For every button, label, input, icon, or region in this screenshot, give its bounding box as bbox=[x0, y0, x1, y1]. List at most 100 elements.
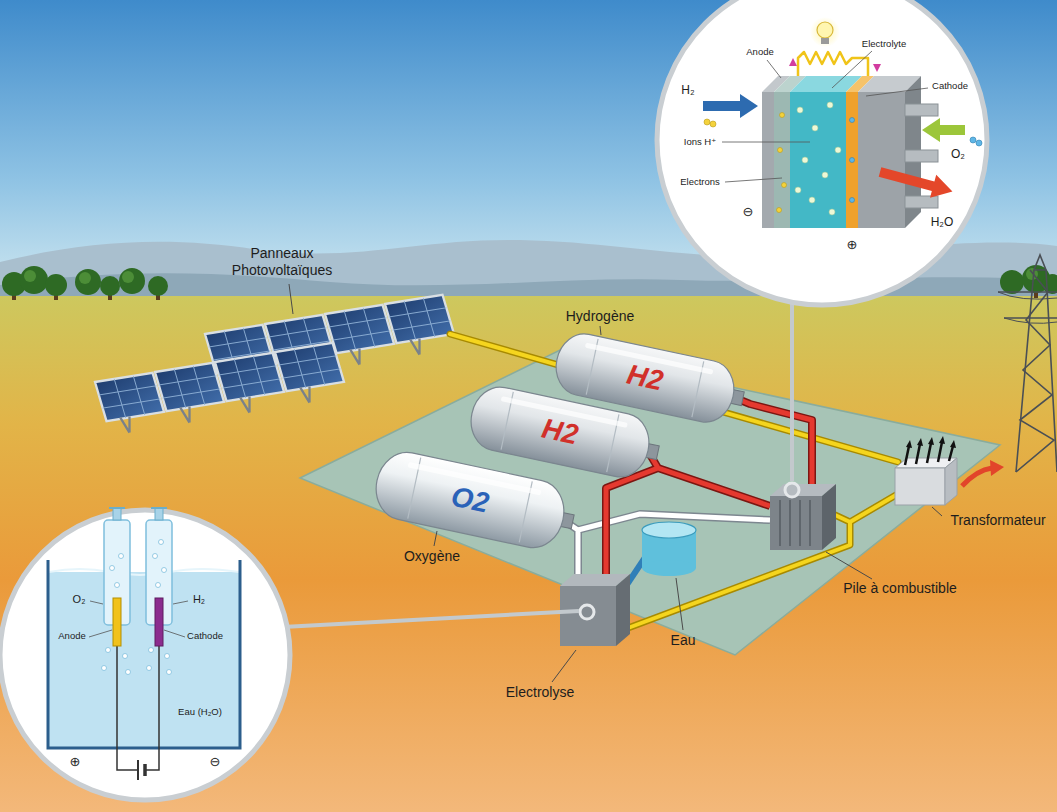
leader-line bbox=[600, 326, 601, 335]
part-label: Anode bbox=[58, 630, 85, 641]
fuel-cell-inset bbox=[777, 113, 787, 213]
fuel-cell-inset bbox=[877, 160, 956, 203]
electrolysis-inset bbox=[155, 598, 163, 646]
electrolysis-inset bbox=[49, 569, 239, 575]
storage-tank: O2 bbox=[370, 447, 570, 553]
solar-panel-array bbox=[155, 363, 224, 423]
electrolysis-inset bbox=[117, 646, 138, 770]
fuel-cell-inset bbox=[725, 178, 782, 182]
fuel-cell-inset bbox=[802, 157, 808, 163]
leader-line bbox=[289, 284, 293, 314]
fuel-cell-inset bbox=[710, 121, 716, 127]
part-label: Cathode bbox=[187, 630, 223, 641]
fuel-cell-inset bbox=[704, 119, 710, 125]
tree-row bbox=[119, 268, 145, 294]
part-label: Cathode bbox=[932, 80, 968, 91]
fuel-cell-inset bbox=[774, 92, 790, 228]
fuel-cell-inset bbox=[858, 92, 905, 228]
electrolysis-inset bbox=[164, 630, 185, 637]
fuel-cell-inset bbox=[922, 118, 965, 142]
electrolysis-inset bbox=[0, 510, 290, 800]
electrolysis-inset bbox=[126, 670, 131, 675]
electrolysis-inset bbox=[89, 630, 112, 637]
electrolysis-inset bbox=[143, 764, 147, 776]
solar-panel-array bbox=[215, 353, 284, 413]
polarity-sign: ⊕ bbox=[70, 754, 81, 770]
electrolysis-inset bbox=[119, 554, 124, 559]
tank-shell bbox=[370, 447, 570, 553]
water-tank bbox=[642, 560, 696, 576]
electrolysis-inset bbox=[110, 566, 115, 571]
fuel-cell-inset bbox=[703, 94, 758, 118]
transformer bbox=[906, 440, 912, 448]
electrolysis-inset bbox=[89, 601, 188, 637]
electrolysis-inset bbox=[149, 648, 154, 653]
solar-panel-array bbox=[95, 295, 454, 433]
tree-row bbox=[1000, 270, 1024, 294]
fuel-cell-inset bbox=[817, 22, 833, 38]
electrolysis-inset bbox=[156, 583, 161, 588]
inset-pointer bbox=[283, 302, 792, 627]
component-label: Transformateur bbox=[950, 512, 1045, 529]
gas-label: O₂ bbox=[73, 593, 86, 606]
solar-panel-array bbox=[385, 295, 454, 355]
fuel-cell-inset bbox=[722, 142, 810, 143]
fuel-cell-inset bbox=[795, 102, 841, 215]
electrolysis-inset bbox=[109, 507, 167, 509]
transformer bbox=[945, 458, 957, 505]
electrolysis-inset bbox=[165, 654, 170, 659]
tank-shell bbox=[551, 329, 740, 427]
tree-row bbox=[20, 266, 48, 294]
output-arrow bbox=[962, 468, 992, 486]
gas-label: H₂ bbox=[681, 83, 694, 97]
fuel-cell-inset bbox=[976, 140, 982, 146]
fuel-cell-inset bbox=[821, 38, 829, 44]
transformer bbox=[939, 436, 945, 444]
electrolysis-inset bbox=[173, 601, 188, 604]
electrolysis-inset bbox=[102, 540, 172, 675]
fuel-cell-inset bbox=[809, 197, 815, 203]
fuel-cell-inset bbox=[829, 209, 835, 215]
component-label: Panneaux Photovoltaïques bbox=[222, 245, 342, 279]
output-arrow bbox=[962, 460, 1004, 486]
fuel-cell-inset bbox=[790, 92, 846, 228]
inset-pointer bbox=[790, 302, 794, 481]
fuel-cell-inset bbox=[905, 104, 938, 116]
electrolysis-inset bbox=[115, 583, 120, 588]
tree-row bbox=[122, 271, 134, 283]
power-pylon bbox=[1016, 270, 1054, 472]
electrolysis-inset bbox=[167, 670, 172, 675]
electrolysis-inset bbox=[153, 554, 158, 559]
fuel-cell-inset bbox=[762, 92, 774, 228]
electrolysis-inset bbox=[102, 666, 107, 671]
part-label: Anode bbox=[746, 46, 773, 57]
ground bbox=[0, 296, 1057, 812]
electrolyser-unit bbox=[560, 586, 616, 646]
fuel-cell-inset bbox=[780, 113, 785, 118]
component-label: Hydrogène bbox=[566, 308, 635, 325]
leader-line bbox=[676, 578, 683, 630]
component-label: Pile à combustible bbox=[843, 580, 957, 597]
polarity-sign: ⊕ bbox=[847, 237, 858, 253]
power-pylon bbox=[998, 255, 1057, 472]
electrolysis-inset bbox=[162, 568, 167, 573]
fuel-cell-inset bbox=[827, 102, 833, 108]
fuel-cell-inset bbox=[850, 118, 983, 203]
transformer bbox=[895, 468, 945, 505]
water-tank bbox=[642, 522, 696, 538]
fuel-cell-inset bbox=[846, 92, 858, 228]
electrolysis-inset bbox=[155, 508, 163, 520]
electrolysis-inset bbox=[106, 648, 111, 653]
polarity-sign: ⊖ bbox=[210, 754, 221, 770]
fuel-cell-inset bbox=[866, 88, 928, 96]
electrolysis-inset bbox=[49, 572, 239, 747]
fuel-cell-inset bbox=[905, 196, 938, 208]
fuel-cell-inset bbox=[850, 158, 855, 163]
fuel-cell-inset bbox=[767, 60, 781, 78]
fuel-cell-inset bbox=[850, 198, 855, 203]
solar-panel-array bbox=[95, 373, 164, 433]
electrolysis-inset bbox=[0, 508, 290, 800]
electrolysis-inset bbox=[113, 598, 121, 646]
fuel-cell-inset bbox=[782, 183, 787, 188]
